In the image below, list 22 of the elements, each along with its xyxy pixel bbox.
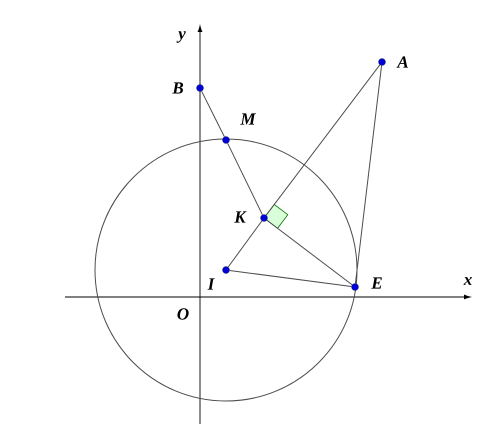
labeled-point: B [172,82,204,94]
labeled-point: A [378,56,408,68]
line-segment [201,90,225,138]
node-label: A [396,56,408,68]
node-label: I [208,278,215,290]
node-label: M [240,113,256,125]
origin-label: O [177,308,189,320]
labeled-point: M [222,113,256,144]
labeled-point: E [351,277,382,291]
node-label: E [371,277,382,289]
line-segment [229,270,352,288]
node-label: B [172,82,184,94]
line-segment [266,220,353,286]
node-label: K [234,211,247,223]
axis-label: y [176,31,186,43]
line-segment [266,64,380,216]
axis-label: x [464,277,472,285]
line-segment [227,142,263,216]
labeled-point: K [234,211,268,223]
line-segment [354,65,382,284]
labeled-point: I [208,266,230,290]
line-segment [228,220,262,268]
